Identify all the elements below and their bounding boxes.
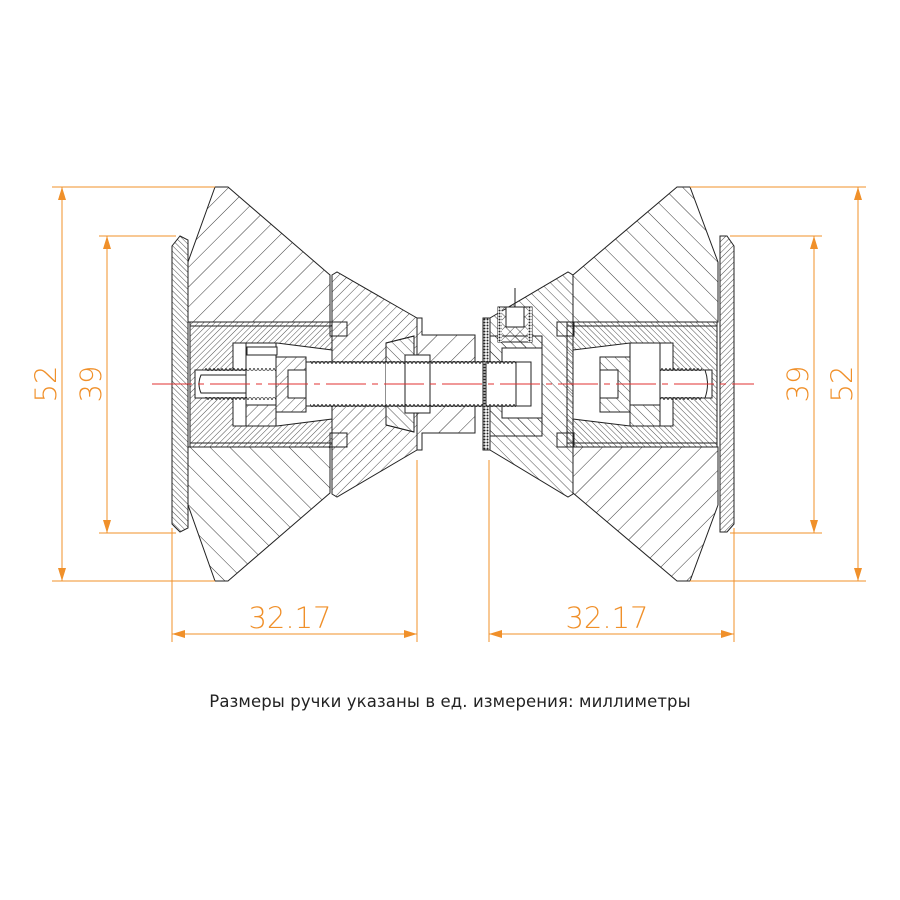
dim-right-inner-height: 39: [781, 366, 815, 403]
left-knob: [171, 186, 487, 582]
dim-left-width: 32.17: [248, 601, 331, 635]
dim-right-outer-height: 52: [825, 366, 859, 403]
dim-right-width: 32.17: [565, 601, 648, 635]
left-knob-lower-body: [187, 446, 331, 582]
dim-left-inner-height: 39: [74, 366, 108, 403]
left-knob-upper-body: [187, 186, 331, 323]
right-face-plate: [719, 235, 735, 533]
right-knob-upper-body: [572, 186, 719, 323]
dimension-lines: [52, 186, 866, 642]
right-knob-lower-body: [572, 446, 719, 582]
units-caption: Размеры ручки указаны в ед. измерения: м…: [209, 692, 691, 711]
dim-left-outer-height: 52: [29, 366, 63, 403]
right-knob: [482, 186, 735, 582]
